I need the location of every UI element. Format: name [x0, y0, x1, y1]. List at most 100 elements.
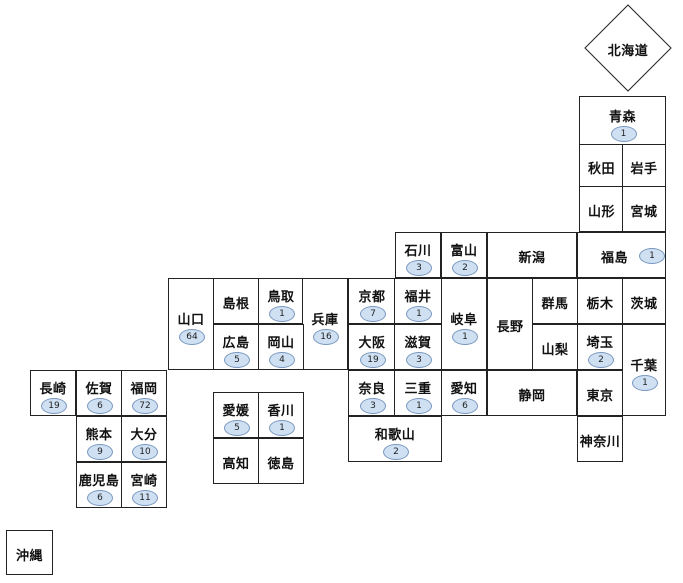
count-badge-chiba: 1 [632, 375, 658, 391]
prefecture-label-okayama: 岡山 [267, 336, 295, 351]
prefecture-label-ibaraki: 茨城 [630, 297, 658, 312]
prefecture-label-kochi: 高知 [222, 457, 250, 472]
hokkaido-label: 北海道 [607, 44, 649, 59]
prefecture-label-miyazaki: 宮崎 [130, 474, 158, 489]
prefecture-label-ehime: 愛媛 [222, 404, 250, 419]
count-badge-hyogo: 16 [313, 329, 339, 345]
count-badge-fukuoka: 72 [132, 398, 158, 414]
prefecture-label-yamaguchi: 山口 [177, 313, 205, 328]
count-badge-oita: 10 [132, 444, 158, 460]
prefecture-label-shimane: 島根 [222, 297, 250, 312]
count-badge-kumamoto: 9 [87, 444, 113, 460]
prefecture-label-kagoshima: 鹿児島 [78, 474, 120, 489]
prefecture-cell-tokushima: 徳島 [258, 438, 304, 484]
prefecture-label-niigata: 新潟 [518, 251, 546, 266]
prefecture-cell-yamagata: 山形 [579, 186, 624, 232]
count-badge-nagasaki: 19 [41, 398, 67, 414]
prefecture-label-nagano: 長野 [496, 320, 524, 335]
prefecture-label-yamanashi: 山梨 [541, 343, 569, 358]
prefecture-label-shizuoka: 静岡 [518, 389, 546, 404]
count-badge-saga: 6 [87, 398, 113, 414]
prefecture-label-saga: 佐賀 [85, 382, 113, 397]
prefecture-cell-nagano: 長野 [487, 278, 533, 370]
prefecture-label-oita: 大分 [130, 428, 158, 443]
count-badge-kagoshima: 6 [87, 490, 113, 506]
prefecture-label-osaka: 大阪 [358, 336, 386, 351]
count-badge-miyazaki: 11 [132, 490, 158, 506]
count-badge-mie: 1 [406, 398, 432, 414]
prefecture-label-tottori: 鳥取 [267, 290, 295, 305]
count-badge-gifu: 1 [452, 329, 478, 345]
prefecture-label-kagawa: 香川 [267, 404, 295, 419]
prefecture-cell-ibaraki: 茨城 [622, 278, 666, 324]
hokkaido-diamond-shape [584, 4, 672, 92]
okinawa-cell: 沖縄 [6, 530, 53, 575]
count-badge-kagawa: 1 [269, 420, 295, 436]
prefecture-cell-iwate: 岩手 [622, 144, 666, 188]
prefecture-cell-akita: 秋田 [579, 144, 624, 188]
prefecture-label-iwate: 岩手 [630, 162, 658, 177]
prefecture-label-hiroshima: 広島 [222, 336, 250, 351]
prefecture-label-aomori: 青森 [608, 110, 636, 125]
hokkaido-cell: 北海道 [584, 4, 672, 92]
count-badge-shiga: 3 [406, 352, 432, 368]
prefecture-cell-yamanashi: 山梨 [532, 324, 578, 370]
prefecture-cell-kanagawa: 神奈川 [577, 416, 623, 462]
prefecture-label-toyama: 富山 [450, 244, 478, 259]
prefecture-cell-shimane: 島根 [213, 278, 259, 324]
prefecture-label-kumamoto: 熊本 [85, 428, 113, 443]
prefecture-cell-tokyo: 東京 [577, 370, 623, 416]
count-badge-tottori: 1 [269, 306, 295, 322]
prefecture-cell-kochi: 高知 [213, 438, 259, 484]
prefecture-label-fukuoka: 福岡 [130, 382, 158, 397]
prefecture-label-tokushima: 徳島 [267, 457, 295, 472]
prefecture-label-ishikawa: 石川 [404, 244, 432, 259]
prefecture-cell-gunma: 群馬 [532, 278, 578, 324]
count-badge-fukushima: 1 [639, 248, 665, 264]
prefecture-label-nagasaki: 長崎 [39, 382, 67, 397]
prefecture-cell-niigata: 新潟 [487, 232, 577, 278]
prefecture-label-miyagi: 宮城 [630, 205, 658, 220]
prefecture-cell-fukushima: 福島 1 [577, 232, 666, 278]
prefecture-label-chiba: 千葉 [630, 359, 658, 374]
prefecture-label-gifu: 岐阜 [450, 313, 478, 328]
prefecture-label-wakayama: 和歌山 [374, 428, 416, 443]
prefecture-cell-miyagi: 宮城 [622, 186, 666, 232]
count-badge-yamaguchi: 64 [179, 329, 205, 345]
prefecture-label-saitama: 埼玉 [586, 336, 614, 351]
prefecture-label-yamagata: 山形 [587, 205, 615, 220]
prefecture-label-fukui: 福井 [404, 290, 432, 305]
prefecture-label-kanagawa: 神奈川 [579, 435, 621, 450]
count-badge-kyoto: 7 [360, 306, 386, 322]
prefecture-label-gunma: 群馬 [541, 297, 569, 312]
count-badge-hiroshima: 5 [224, 352, 250, 368]
count-badge-aichi: 6 [452, 398, 478, 414]
prefecture-label-nara: 奈良 [358, 382, 386, 397]
prefecture-label-aichi: 愛知 [450, 382, 478, 397]
prefecture-label-fukushima: 福島 [600, 251, 628, 266]
